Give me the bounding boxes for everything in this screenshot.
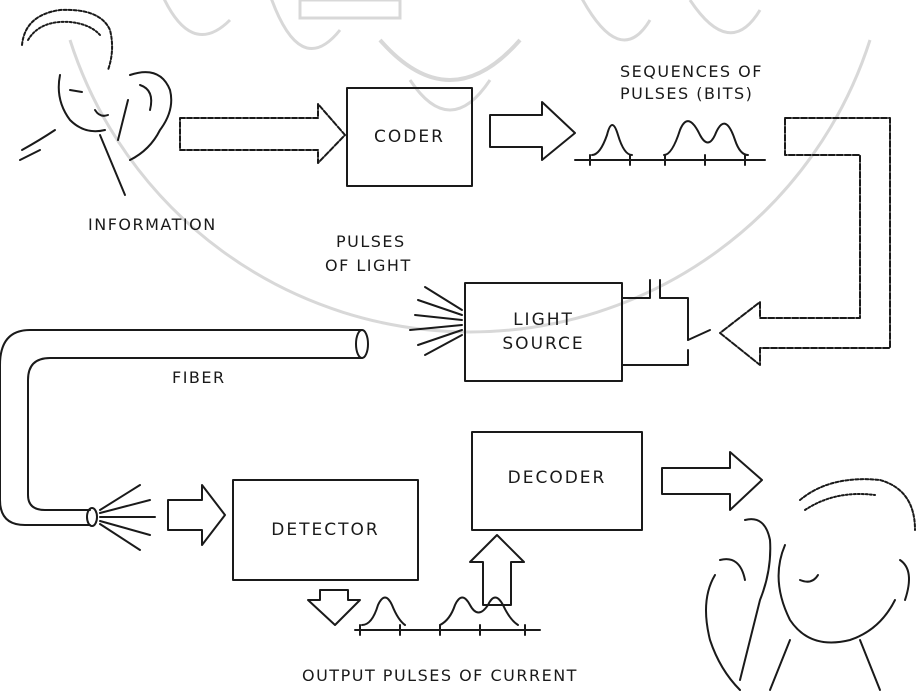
speaker-figure-icon [20,10,125,195]
modulating-switch [622,280,710,365]
pulses-of-light-label-line1: PULSES [336,232,406,252]
sequences-label-line2: PULSES (BITS) [620,84,753,104]
listener-figure-icon [770,479,915,690]
information-label: INFORMATION [88,215,217,235]
sequences-label-line1: SEQUENCES OF [620,62,763,82]
output-pulses-label: OUTPUT PULSES OF CURRENT [302,666,578,686]
arrow-decoder-to-listener [662,452,762,510]
arrow-coder-to-pulses [490,102,575,160]
light-source-label-line2: SOURCE [465,334,622,354]
output-current-pulse-train [355,598,540,636]
arrow-detector-down [308,590,360,625]
arrow-up-to-decoder [470,535,524,605]
decoder-label: DECODER [472,468,642,488]
detector-label: DETECTOR [233,520,418,540]
light-rays-icon [410,287,462,355]
telephone-handset-icon [118,72,171,160]
arrow-rays-to-detector [168,485,225,545]
arrow-speaker-to-coder [180,104,345,163]
fiber-output-rays-icon [100,485,155,550]
coder-label: CODER [347,127,472,147]
light-source-label-line1: LIGHT [465,310,622,330]
fiber-cable [0,330,368,526]
pulses-of-light-label-line2: OF LIGHT [325,256,412,276]
fiber-label: FIBER [172,368,226,388]
bit-pulse-train [575,121,765,165]
listener-handset-icon [706,519,770,690]
